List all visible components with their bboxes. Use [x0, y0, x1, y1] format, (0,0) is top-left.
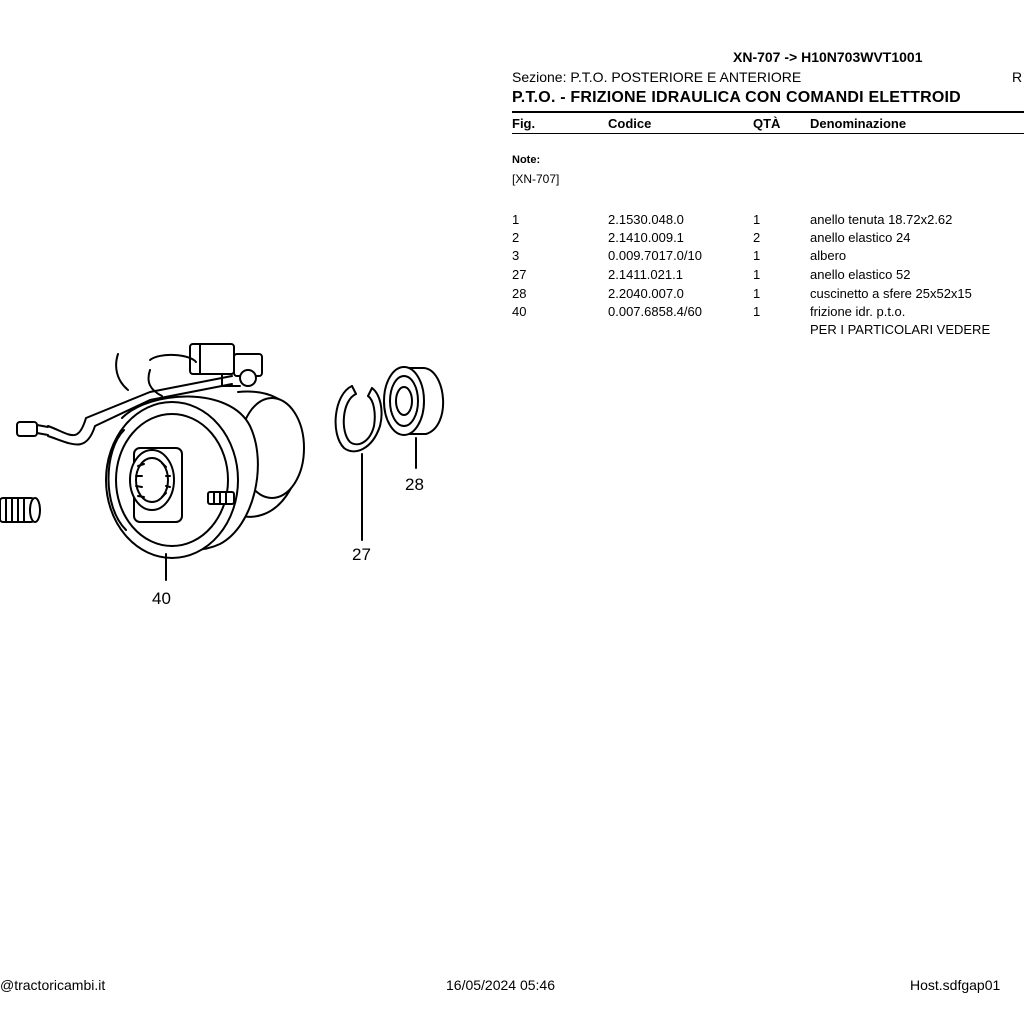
snap-ring-part-27	[334, 385, 383, 453]
table-row-1-fig: 1	[512, 212, 520, 227]
bearing-part-28	[383, 366, 445, 436]
callout-28: 28	[405, 475, 424, 494]
header-rule-bottom	[512, 133, 1024, 134]
table-row-1-codice[interactable]: 2.1530.048.0	[608, 212, 684, 227]
callout-40: 40	[152, 589, 171, 608]
table-row-3-codice[interactable]: 0.009.7017.0/10	[608, 248, 702, 263]
solenoid-valve	[115, 343, 263, 397]
notes-value: [XN-707]	[512, 172, 560, 186]
table-row-4-codice[interactable]: 2.1411.021.1	[608, 267, 683, 282]
table-row-4-denominazione: anello elastico 52	[810, 267, 911, 282]
col-header-codice: Codice	[608, 116, 652, 131]
header-rule-top	[512, 111, 1024, 113]
footer-host: Host.sdfgap01	[910, 977, 1001, 993]
see-also-note: PER I PARTICOLARI VEDERE	[810, 322, 991, 337]
table-row-6-codice[interactable]: 0.007.6858.4/60	[608, 304, 702, 319]
footer-website[interactable]: @tractoricambi.it	[0, 977, 106, 993]
table-row-5-fig: 28	[512, 286, 527, 301]
table-row-1-qta: 1	[753, 212, 761, 227]
col-header-qta: QTÀ	[753, 116, 781, 131]
table-row-5-denominazione: cuscinetto a sfere 25x52x15	[810, 286, 972, 301]
table-row-2-codice[interactable]: 2.1410.009.1	[608, 230, 684, 245]
model-range: XN-707 -> H10N703WVT1001	[733, 49, 923, 65]
connector-plug	[16, 375, 233, 446]
notes-label: Note:	[512, 154, 541, 166]
table-row-2-fig: 2	[512, 230, 520, 245]
table-row-6-qta: 1	[753, 304, 761, 319]
table-row-3-fig: 3	[512, 248, 520, 263]
col-header-fig: Fig.	[512, 116, 536, 131]
table-row-4-qta: 1	[753, 267, 761, 282]
shaft-part	[0, 497, 41, 523]
table-row-5-qta: 1	[753, 286, 761, 301]
col-header-denominazione: Denominazione	[810, 116, 907, 131]
table-row-3-denominazione: albero	[810, 248, 847, 263]
table-row-5-codice[interactable]: 2.2040.007.0	[608, 286, 684, 301]
footer-timestamp: 16/05/2024 05:46	[446, 977, 555, 993]
callout-27: 27	[352, 545, 371, 564]
table-row-2-qta: 2	[753, 230, 761, 245]
section-right-label: R	[1012, 69, 1023, 85]
table-row-6-fig: 40	[512, 304, 527, 319]
section-title: Sezione: P.T.O. POSTERIORE E ANTERIORE	[512, 69, 802, 85]
table-row-6-denominazione: frizione idr. p.t.o.	[810, 304, 906, 319]
table-row-2-denominazione: anello elastico 24	[810, 230, 911, 245]
table-row-3-qta: 1	[753, 248, 761, 263]
clutch-body-part-40	[105, 395, 259, 559]
group-title: P.T.O. - FRIZIONE IDRAULICA CON COMANDI …	[512, 89, 961, 106]
exploded-parts-drawing: 28 27 40	[0, 343, 445, 608]
table-row-1-denominazione: anello tenuta 18.72x2.62	[810, 212, 953, 227]
table-row-4-fig: 27	[512, 267, 527, 282]
